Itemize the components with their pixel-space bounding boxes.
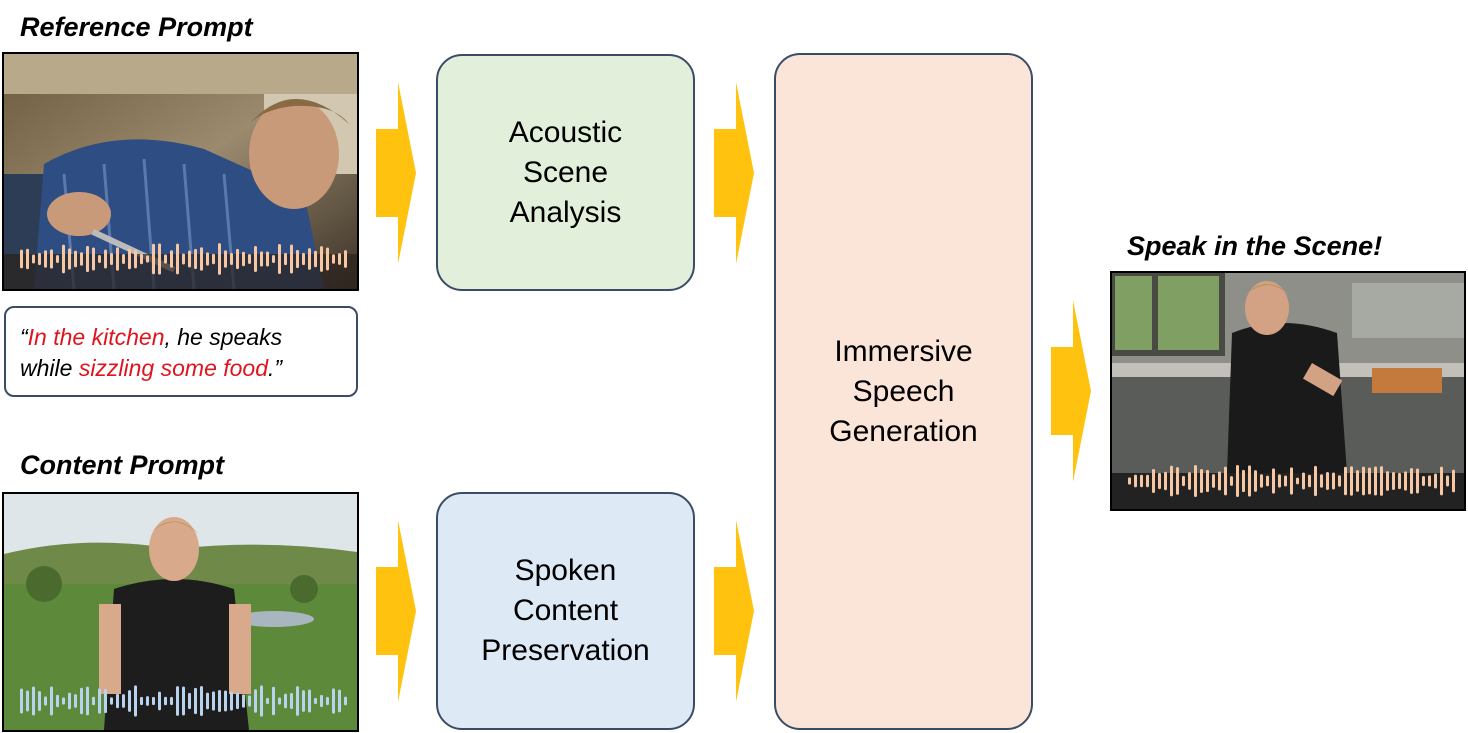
spoken-content-preservation-module: Spoken Content Preservation — [436, 492, 695, 730]
acoustic-line-2: Scene — [522, 155, 609, 189]
caption-highlight-sound: sizzling some food — [78, 355, 269, 381]
arrow-right-icon — [376, 82, 416, 264]
immersive-line-3: Generation — [829, 414, 978, 448]
acoustic-line-1: Acoustic — [508, 115, 623, 149]
caption-open-quote: “ — [20, 324, 28, 350]
waveform-icon — [20, 243, 347, 275]
caption-close: .” — [268, 355, 283, 381]
acoustic-line-3: Analysis — [509, 195, 622, 229]
arrow-right-icon — [714, 82, 754, 264]
caption-highlight-location: In the kitchen — [27, 324, 165, 350]
content-video-thumbnail — [2, 492, 359, 732]
reference-prompt-label: Reference Prompt — [20, 12, 253, 42]
arrow-right-icon — [1051, 300, 1091, 482]
immersive-line-1: Immersive — [834, 334, 973, 368]
scene-description-caption: “In the kitchen, he speaks while sizzlin… — [4, 306, 358, 397]
output-video-thumbnail — [1110, 271, 1466, 511]
immersive-speech-generation-module: Immersive Speech Generation — [774, 53, 1033, 730]
output-label: Speak in the Scene! — [1127, 231, 1383, 261]
waveform-icon — [1128, 465, 1455, 497]
spoken-line-1: Spoken — [514, 554, 617, 587]
spoken-line-2: Content — [512, 594, 619, 627]
waveform-icon — [20, 685, 347, 717]
arrow-right-icon — [714, 520, 754, 702]
immersive-line-2: Speech — [852, 374, 955, 408]
caption-text-2: while — [20, 355, 79, 381]
caption-text-1: , he speaks — [164, 324, 283, 350]
acoustic-scene-analysis-module: Acoustic Scene Analysis — [436, 54, 695, 291]
arrow-right-icon — [376, 520, 416, 702]
reference-video-thumbnail — [2, 52, 359, 291]
spoken-line-3: Preservation — [481, 634, 650, 667]
content-prompt-label: Content Prompt — [20, 450, 224, 480]
